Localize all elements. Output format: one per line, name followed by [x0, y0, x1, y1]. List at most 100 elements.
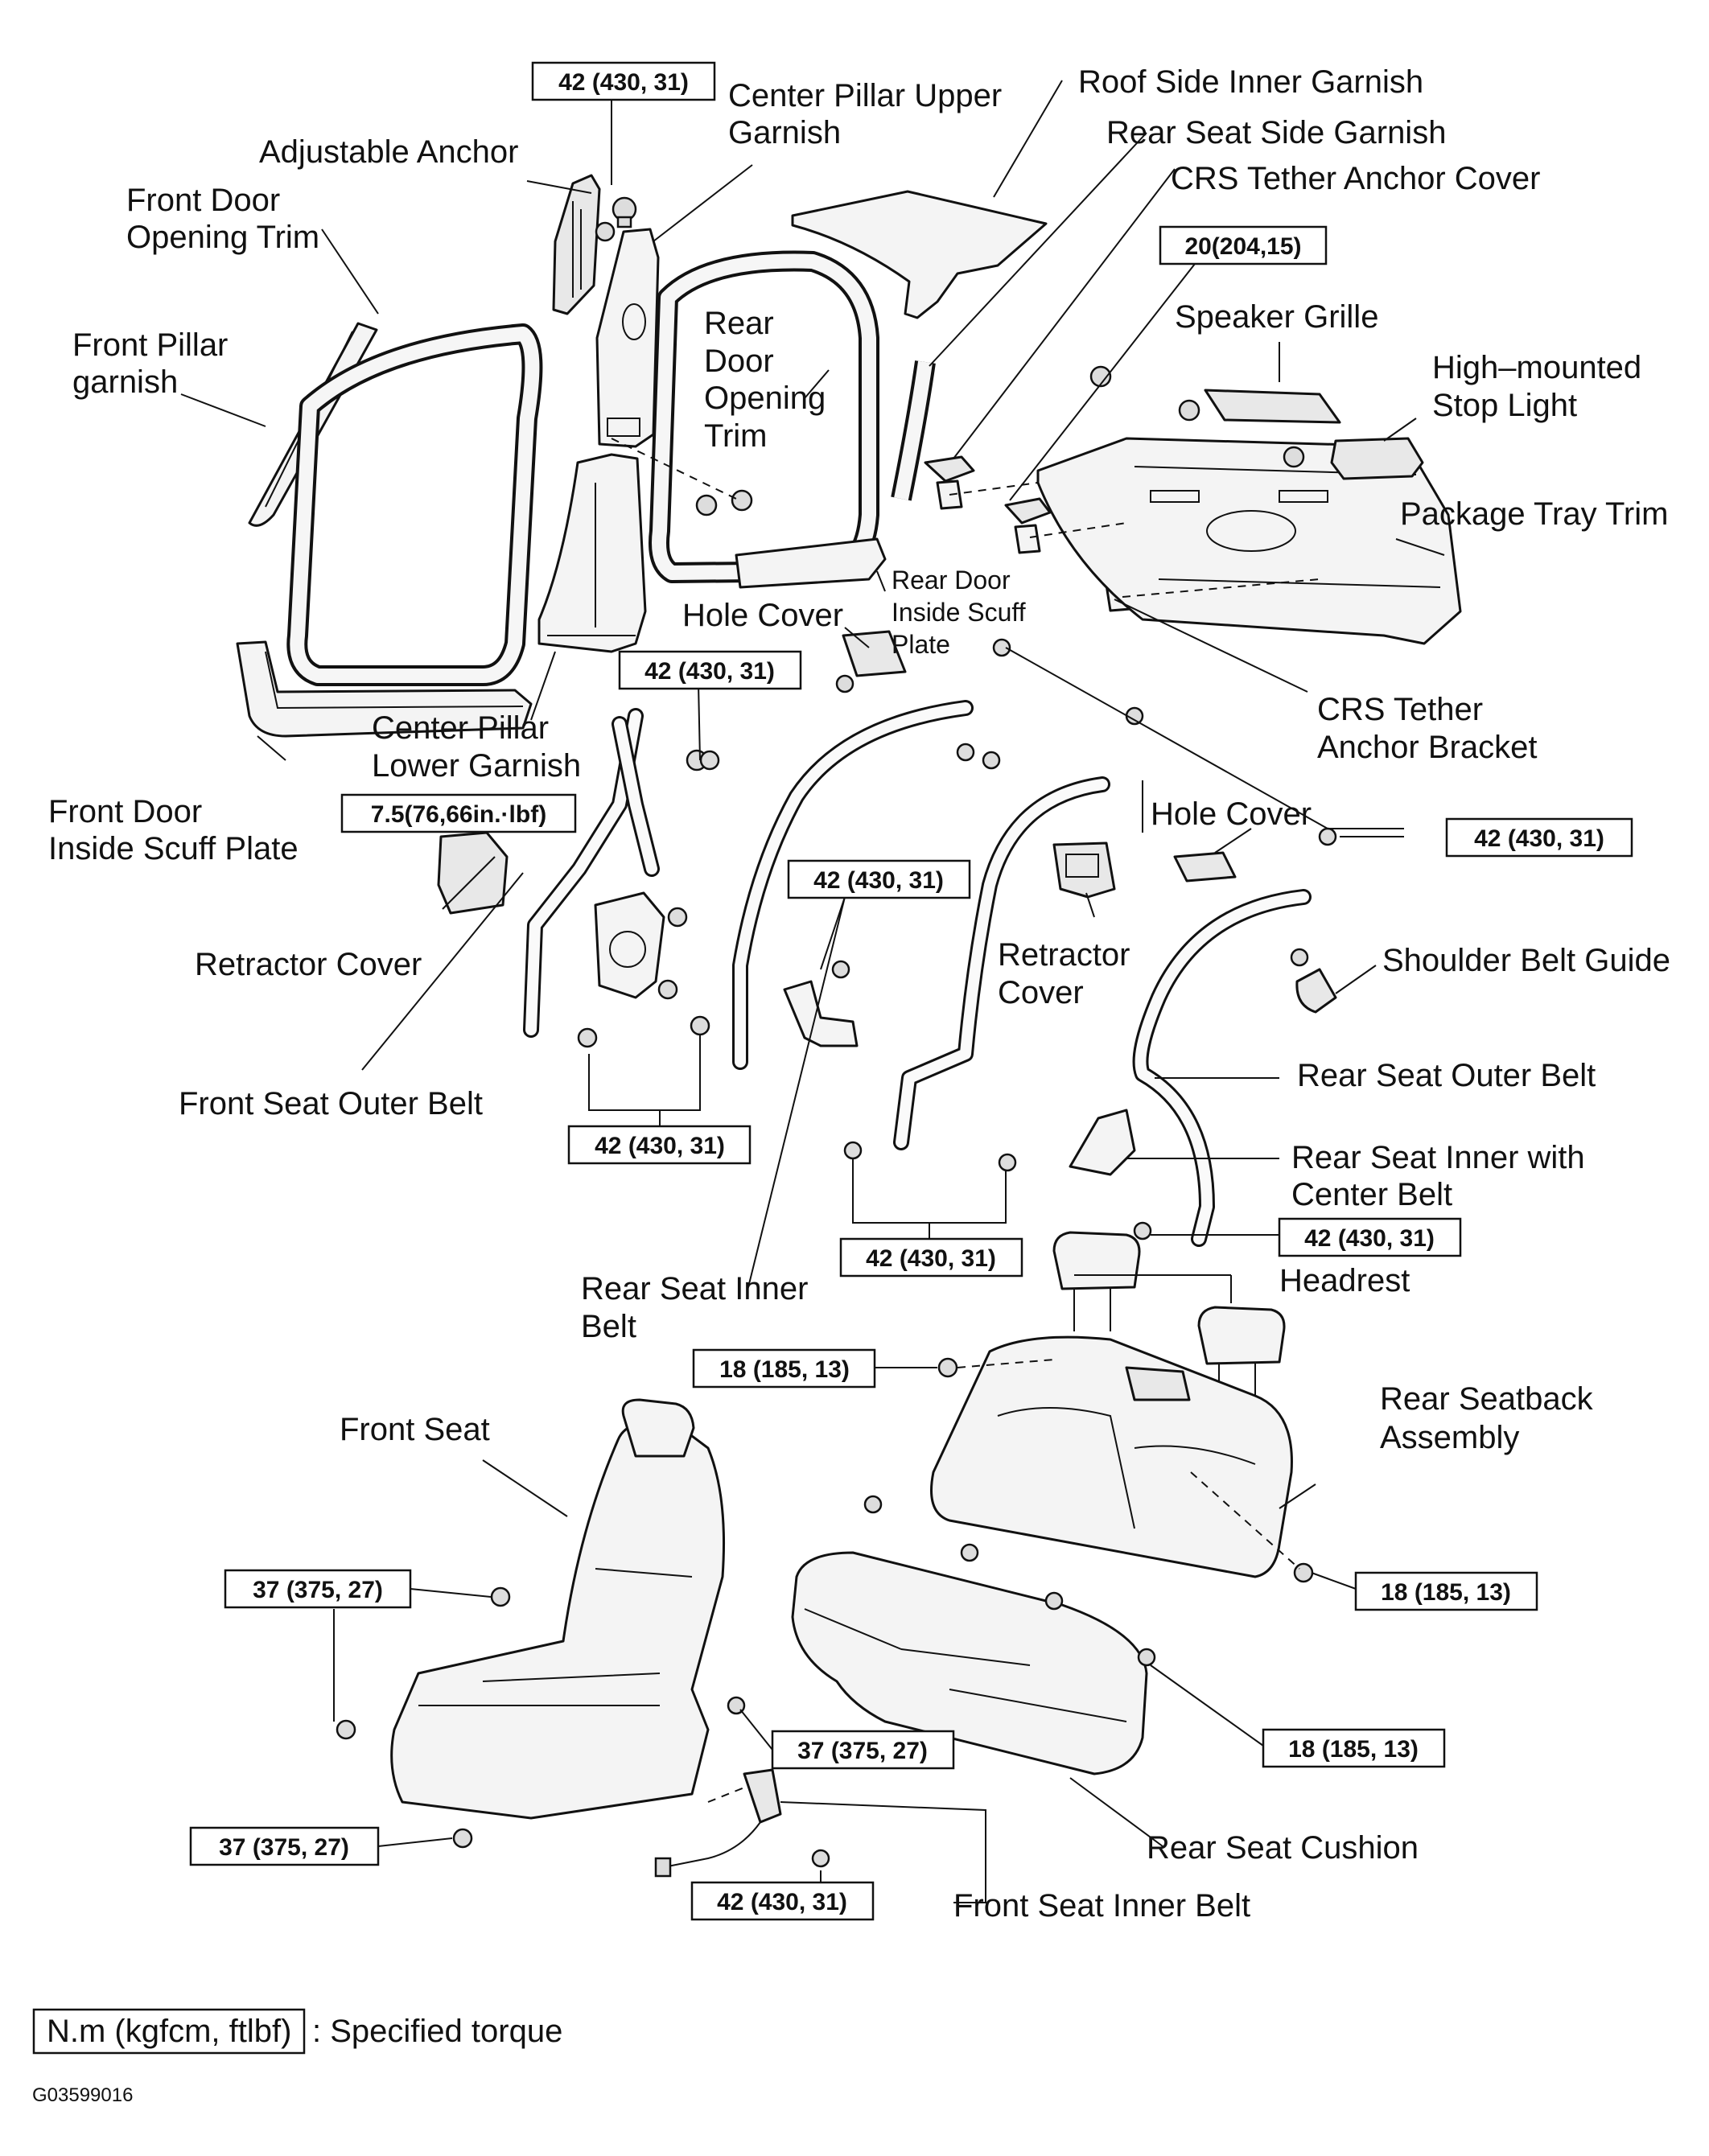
label-crs-tether-anchor-cover: CRS Tether Anchor Cover: [1171, 161, 1540, 196]
svg-text:42 (430, 31): 42 (430, 31): [558, 69, 689, 96]
svg-text:42 (430, 31): 42 (430, 31): [595, 1133, 725, 1159]
label-front-door-opening-trim-2: Opening Trim: [126, 220, 319, 255]
label-retractor-cover-front: Retractor Cover: [195, 947, 422, 982]
label-retractor-cover-rear: Retractor: [998, 937, 1130, 973]
label-center-pillar-upper-garnish: Center Pillar Upper: [728, 78, 1002, 113]
svg-text:18 (185, 13): 18 (185, 13): [719, 1356, 850, 1383]
label-rear-door-inside-scuff-plate-3: Plate: [892, 630, 950, 659]
svg-text:37 (375, 27): 37 (375, 27): [797, 1738, 928, 1764]
label-hole-cover-upper: Hole Cover: [682, 598, 843, 633]
front-seat-inner-belt-part: [743, 1768, 782, 1824]
legend-description: : Specified torque: [312, 2014, 562, 2049]
label-rear-door-inside-scuff-plate: Rear Door: [892, 566, 1011, 595]
bolts: [336, 221, 1337, 1868]
torque-box-front-seat-upper: 37 (375, 27): [224, 1569, 412, 1609]
torque-box-cushion: 18 (185, 13): [1262, 1728, 1446, 1768]
torque-box-right-upper: 42 (430, 31): [1445, 817, 1633, 858]
front-seat-headrest-part: [621, 1398, 695, 1458]
svg-text:42 (430, 31): 42 (430, 31): [644, 658, 775, 685]
svg-text:18 (185, 13): 18 (185, 13): [1288, 1736, 1419, 1763]
label-roof-side-inner-garnish: Roof Side Inner Garnish: [1078, 64, 1423, 100]
label-front-pillar-garnish-2: garnish: [72, 364, 178, 400]
label-crs-tether-anchor-bracket: CRS Tether: [1317, 692, 1483, 727]
center-pillar-upper-garnish-part: [595, 228, 660, 448]
torque-box-front-belt-lower: 42 (430, 31): [567, 1125, 752, 1165]
label-rear-seat-outer-belt: Rear Seat Outer Belt: [1297, 1058, 1596, 1093]
high-mounted-stop-light-part: [1330, 437, 1424, 480]
torque-legend: N.m (kgfcm, ftlbf) : Specified torque: [32, 2008, 562, 2055]
label-retractor-cover-rear-2: Cover: [998, 975, 1084, 1010]
svg-text:42 (430, 31): 42 (430, 31): [813, 867, 944, 894]
svg-text:37 (375, 27): 37 (375, 27): [253, 1577, 383, 1603]
label-front-seat: Front Seat: [340, 1412, 490, 1447]
label-shoulder-belt-guide: Shoulder Belt Guide: [1382, 943, 1670, 978]
label-front-seat-outer-belt: Front Seat Outer Belt: [179, 1086, 483, 1121]
label-rear-seat-inner-belt-2: Belt: [581, 1309, 636, 1344]
label-rear-seat-side-garnish: Rear Seat Side Garnish: [1106, 115, 1446, 150]
adjustable-anchor-part: [552, 174, 601, 315]
label-speaker-grille: Speaker Grille: [1175, 299, 1378, 335]
torque-box-front-seat-lower: 37 (375, 27): [189, 1826, 380, 1866]
label-rear-seat-inner-with-center-belt-2: Center Belt: [1291, 1177, 1452, 1212]
label-adjustable-anchor: Adjustable Anchor: [259, 134, 518, 170]
figure-code: G03599016: [32, 2084, 133, 2106]
hole-cover-lower-part: [1173, 851, 1237, 883]
rear-seatback-center-headrest-part: [1125, 1366, 1191, 1401]
label-high-mounted-stop-light-2: Stop Light: [1432, 388, 1577, 423]
label-center-pillar-lower-garnish: Center Pillar: [372, 710, 549, 746]
label-center-pillar-lower-garnish-2: Lower Garnish: [372, 748, 581, 784]
torque-box-seatback-top: 18 (185, 13): [692, 1348, 876, 1389]
svg-text:18 (185, 13): 18 (185, 13): [1381, 1579, 1511, 1606]
torque-box-rear-inner-lower: 42 (430, 31): [839, 1237, 1023, 1278]
hole-cover-upper-part: [842, 630, 907, 677]
label-package-tray-trim: Package Tray Trim: [1400, 496, 1668, 532]
front-seat-part: [390, 1421, 726, 1820]
rear-seat-outer-belt-part: [1132, 889, 1312, 1247]
svg-text:7.5(76,66in.·lbf): 7.5(76,66in.·lbf): [371, 801, 546, 828]
label-rear-seat-inner-with-center-belt: Rear Seat Inner with: [1291, 1140, 1585, 1175]
svg-text:42 (430, 31): 42 (430, 31): [1474, 825, 1604, 852]
label-rear-door-opening-trim-4: Trim: [704, 418, 767, 454]
label-center-pillar-upper-garnish-2: Garnish: [728, 115, 841, 150]
label-high-mounted-stop-light: High–mounted: [1432, 350, 1641, 385]
speaker-grille-part: [1204, 389, 1341, 424]
label-rear-seat-cushion: Rear Seat Cushion: [1147, 1830, 1419, 1866]
front-door-inside-scuff-plate-part: [236, 640, 533, 738]
rear-seat-inner-belt-buckle-part: [783, 980, 859, 1047]
label-rear-door-inside-scuff-plate-2: Inside Scuff: [892, 598, 1026, 627]
label-front-door-opening-trim: Front Door: [126, 183, 280, 218]
center-pillar-lower-garnish-part: [537, 453, 647, 653]
torque-box-front-retractor: 7.5(76,66in.·lbf): [340, 793, 577, 833]
front-retractor-cover-part: [437, 831, 509, 915]
rear-seatback-assembly-part: [930, 1335, 1293, 1578]
label-front-seat-inner-belt: Front Seat Inner Belt: [953, 1888, 1250, 1924]
svg-text:42 (430, 31): 42 (430, 31): [866, 1245, 996, 1272]
torque-box-front-inner-belt: 42 (430, 31): [690, 1881, 875, 1921]
svg-text:37 (375, 27): 37 (375, 27): [219, 1834, 349, 1861]
label-rear-seatback-assembly-2: Assembly: [1380, 1420, 1519, 1455]
label-rear-door-opening-trim-3: Opening: [704, 381, 826, 416]
legend-box-text: N.m (kgfcm, ftlbf): [47, 2014, 291, 2049]
rear-retractor-cover-part: [1052, 841, 1116, 899]
label-front-door-inside-scuff-plate: Front Door: [48, 794, 202, 829]
package-tray-trim-part: [1036, 437, 1462, 645]
rear-door-inside-scuff-plate-part: [735, 537, 887, 589]
svg-text:42 (430, 31): 42 (430, 31): [717, 1889, 847, 1915]
label-hole-cover-lower: Hole Cover: [1151, 796, 1312, 832]
torque-box-front-seat-mid: 37 (375, 27): [771, 1730, 955, 1770]
label-rear-seatback-assembly: Rear Seatback: [1380, 1381, 1594, 1417]
label-front-door-inside-scuff-plate-2: Inside Scuff Plate: [48, 831, 299, 866]
svg-text:42 (430, 31): 42 (430, 31): [1304, 1225, 1435, 1252]
label-rear-door-opening-trim-2: Door: [704, 344, 774, 379]
label-rear-seat-inner-belt: Rear Seat Inner: [581, 1271, 808, 1306]
label-crs-tether-anchor-bracket-2: Anchor Bracket: [1317, 730, 1537, 765]
torque-box-top: 42 (430, 31): [531, 61, 716, 101]
torque-box-front-belt-upper: 42 (430, 31): [618, 650, 802, 690]
label-rear-door-opening-trim-1: Rear: [704, 306, 774, 341]
label-headrest: Headrest: [1279, 1263, 1410, 1298]
label-front-pillar-garnish: Front Pillar: [72, 327, 228, 363]
rear-seat-inner-center-belt-buckle-part: [1069, 1109, 1136, 1176]
torque-box-seatback-right: 18 (185, 13): [1354, 1571, 1538, 1611]
torque-box-crs: 20(204,15): [1159, 225, 1328, 265]
